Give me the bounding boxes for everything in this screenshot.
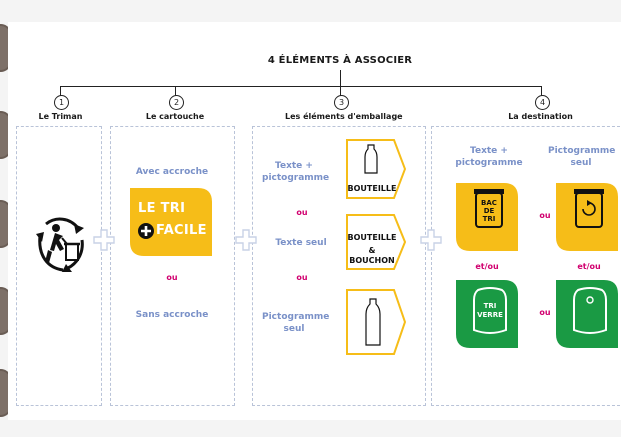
with-hook-label: Avec accroche xyxy=(135,167,209,177)
tree-drop xyxy=(175,86,176,96)
bac-line-3: TRI xyxy=(482,215,496,223)
bin-pictogram-badge xyxy=(556,183,618,251)
panel-destination xyxy=(431,126,620,406)
step-number: 3 xyxy=(334,95,349,110)
bac-de-tri-badge: BAC DE TRI xyxy=(456,183,518,251)
text-and-pictogram-label: Texte + pictogramme xyxy=(262,161,330,183)
glass-container-pictogram-badge xyxy=(556,280,618,348)
step-number: 1 xyxy=(54,95,69,110)
step-title-cartouche: Le cartouche xyxy=(145,112,205,121)
or-label: ou xyxy=(296,208,308,217)
logo-line-2: FACILE xyxy=(156,223,207,238)
or-label: ou xyxy=(539,308,551,317)
plus-icon xyxy=(420,229,442,251)
step-title-destination: La destination xyxy=(508,112,573,121)
and-or-label: et/ou xyxy=(577,262,601,271)
page-title: 4 ÉLÉMENTS À ASSOCIER xyxy=(267,55,413,66)
bottle-label: BOUTEILLE xyxy=(347,184,397,193)
dest-text-pictogram-label: Texte + pictogramme xyxy=(455,146,523,168)
dest-pictogram-only-label: Pictogramme seul xyxy=(548,146,616,168)
without-hook-label: Sans accroche xyxy=(135,310,209,320)
text-only-label: Texte seul xyxy=(275,238,327,248)
plus-icon xyxy=(93,229,115,251)
or-label: ou xyxy=(166,273,178,282)
tree-drop xyxy=(60,86,61,96)
bottle-cap-tag: BOUTEILLE & BOUCHON xyxy=(346,214,406,270)
and-or-label: et/ou xyxy=(475,262,499,271)
tree-drop xyxy=(541,86,542,96)
bottle-pictogram-tag xyxy=(346,289,406,355)
bac-line-2: DE xyxy=(483,207,495,215)
tri-verre-badge: TRI VERRE xyxy=(456,280,518,348)
tree-branch xyxy=(60,86,542,87)
or-label: ou xyxy=(539,211,551,220)
bottle-tag: BOUTEILLE xyxy=(346,139,406,199)
panel-triman xyxy=(16,126,102,406)
bac-line-1: BAC xyxy=(481,199,497,207)
triman-icon xyxy=(36,217,84,272)
verre-line-2: VERRE xyxy=(477,311,503,319)
logo-line-1: LE TRI xyxy=(138,201,186,216)
step-number: 4 xyxy=(535,95,550,110)
step-title-packaging: Les éléments d'emballage xyxy=(285,112,403,121)
bottle-cap-label-2: & BOUCHON xyxy=(349,246,395,265)
step-title-triman: Le Triman xyxy=(38,112,83,121)
plus-icon xyxy=(235,229,257,251)
le-tri-facile-logo: LE TRI FACILE xyxy=(130,188,212,256)
step-number: 2 xyxy=(169,95,184,110)
tree-drop xyxy=(340,86,341,96)
or-label: ou xyxy=(296,273,308,282)
verre-line-1: TRI xyxy=(483,302,497,310)
pictogram-only-label: Pictogramme seul xyxy=(262,312,330,334)
panel-cartouche xyxy=(110,126,235,406)
bottle-cap-label-1: BOUTEILLE xyxy=(347,233,397,242)
tree-stem xyxy=(340,70,341,86)
